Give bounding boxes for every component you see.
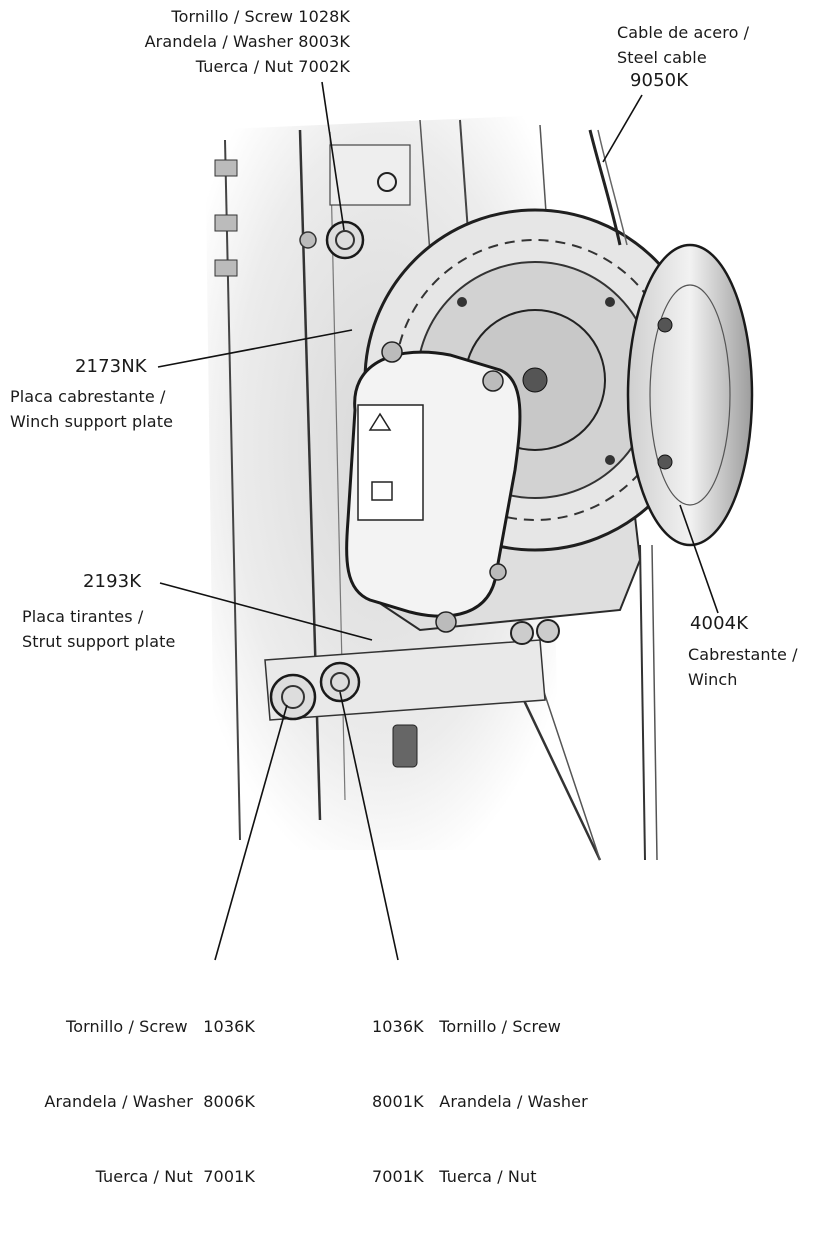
strut-plate-line-es: Placa tirantes / <box>22 607 144 626</box>
leader-bottom-left <box>214 704 288 961</box>
steel-cable-line-en: Steel cable <box>617 48 707 67</box>
top-washer-line: Arandela / Washer 8003K <box>144 32 350 51</box>
leader-steel-cable <box>602 94 643 163</box>
top-screw-callout: Tornillo / Screw 1028K Arandela / Washer… <box>120 4 350 79</box>
winch-line-en: Winch <box>688 670 738 689</box>
winch-assembly-drawing <box>157 81 754 961</box>
winch-drum <box>626 243 754 547</box>
bottom-left-callout: Tornillo / Screw 1036K Arandela / Washer… <box>10 964 255 1239</box>
bottom-right-screw-line: 1036K Tornillo / Screw <box>372 1017 561 1036</box>
bolts <box>269 220 560 721</box>
winch-plate-code: 2173NK <box>75 356 147 377</box>
winch-plate-line-es: Placa cabrestante / <box>10 387 166 406</box>
strut-plate-code: 2193K <box>83 571 142 592</box>
bottom-left-washer-line: Arandela / Washer 8006K <box>44 1092 255 1111</box>
bottom-right-callout: 1036K Tornillo / Screw 8001K Arandela / … <box>372 964 588 1239</box>
steel-cable-shape <box>588 129 658 861</box>
leader-top-screw <box>321 81 345 231</box>
winch-plate-callout: Placa cabrestante / Winch support plate <box>10 384 173 434</box>
leader-lines <box>157 81 719 961</box>
steel-cable-callout: Cable de acero / Steel cable <box>617 20 749 70</box>
bottom-left-screw-line: Tornillo / Screw 1036K <box>66 1017 255 1036</box>
bottom-right-washer-line: 8001K Arandela / Washer <box>372 1092 588 1111</box>
top-screw-line: Tornillo / Screw 1028K <box>171 7 350 26</box>
strut-plate-line-en: Strut support plate <box>22 632 176 651</box>
steel-cable-line-es: Cable de acero / <box>617 23 750 42</box>
bottom-left-nut-line: Tuerca / Nut 7001K <box>95 1167 255 1186</box>
winch-code: 4004K <box>690 613 749 634</box>
leader-winch <box>679 504 719 614</box>
strut-plate-callout: Placa tirantes / Strut support plate <box>22 604 175 654</box>
top-nut-line: Tuerca / Nut 7002K <box>195 57 350 76</box>
winch-cover <box>345 341 522 633</box>
leader-strut-plate <box>159 582 373 641</box>
leader-bottom-right <box>339 691 399 961</box>
steel-cable-code: 9050K <box>630 70 689 91</box>
winch-callout: Cabrestante / Winch <box>688 642 798 692</box>
leader-winch-plate <box>157 329 353 368</box>
bottom-right-nut-line: 7001K Tuerca / Nut <box>372 1167 537 1186</box>
winch-line-es: Cabrestante / <box>688 645 798 664</box>
winch-plate-line-en: Winch support plate <box>10 412 174 431</box>
diagram-stage: Tornillo / Screw 1028K Arandela / Washer… <box>10 4 798 1186</box>
